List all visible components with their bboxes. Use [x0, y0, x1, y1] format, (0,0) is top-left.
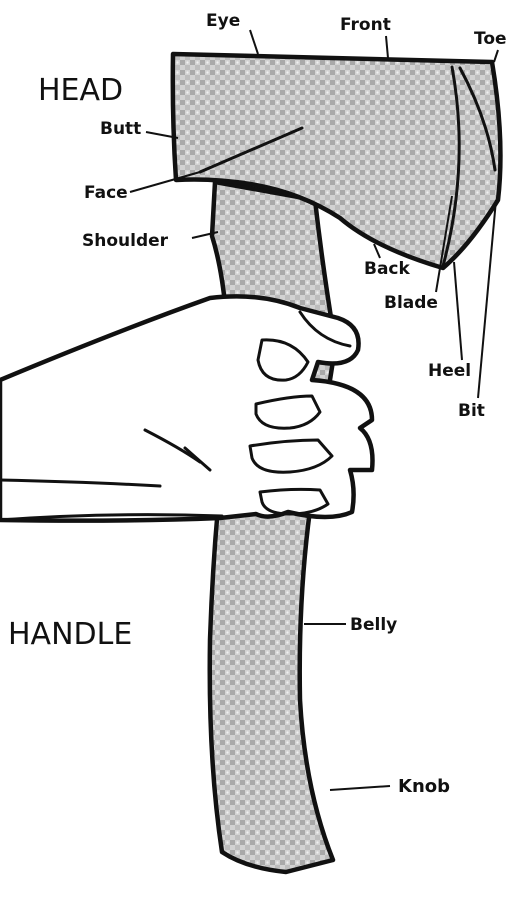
label-toe: Toe [474, 29, 507, 49]
label-front: Front [340, 15, 391, 35]
hand [0, 296, 373, 520]
label-belly: Belly [350, 615, 397, 635]
label-face: Face [84, 183, 128, 203]
section-label-handle: HANDLE [8, 617, 132, 652]
label-back: Back [364, 259, 411, 279]
label-eye: Eye [206, 11, 240, 31]
axe-handle [210, 182, 336, 872]
label-heel: Heel [428, 361, 471, 381]
section-label-head: HEAD [38, 73, 123, 108]
label-bit: Bit [458, 401, 485, 421]
label-shoulder: Shoulder [82, 231, 169, 251]
label-blade: Blade [384, 293, 438, 313]
label-butt: Butt [100, 119, 141, 139]
label-knob: Knob [398, 776, 450, 797]
